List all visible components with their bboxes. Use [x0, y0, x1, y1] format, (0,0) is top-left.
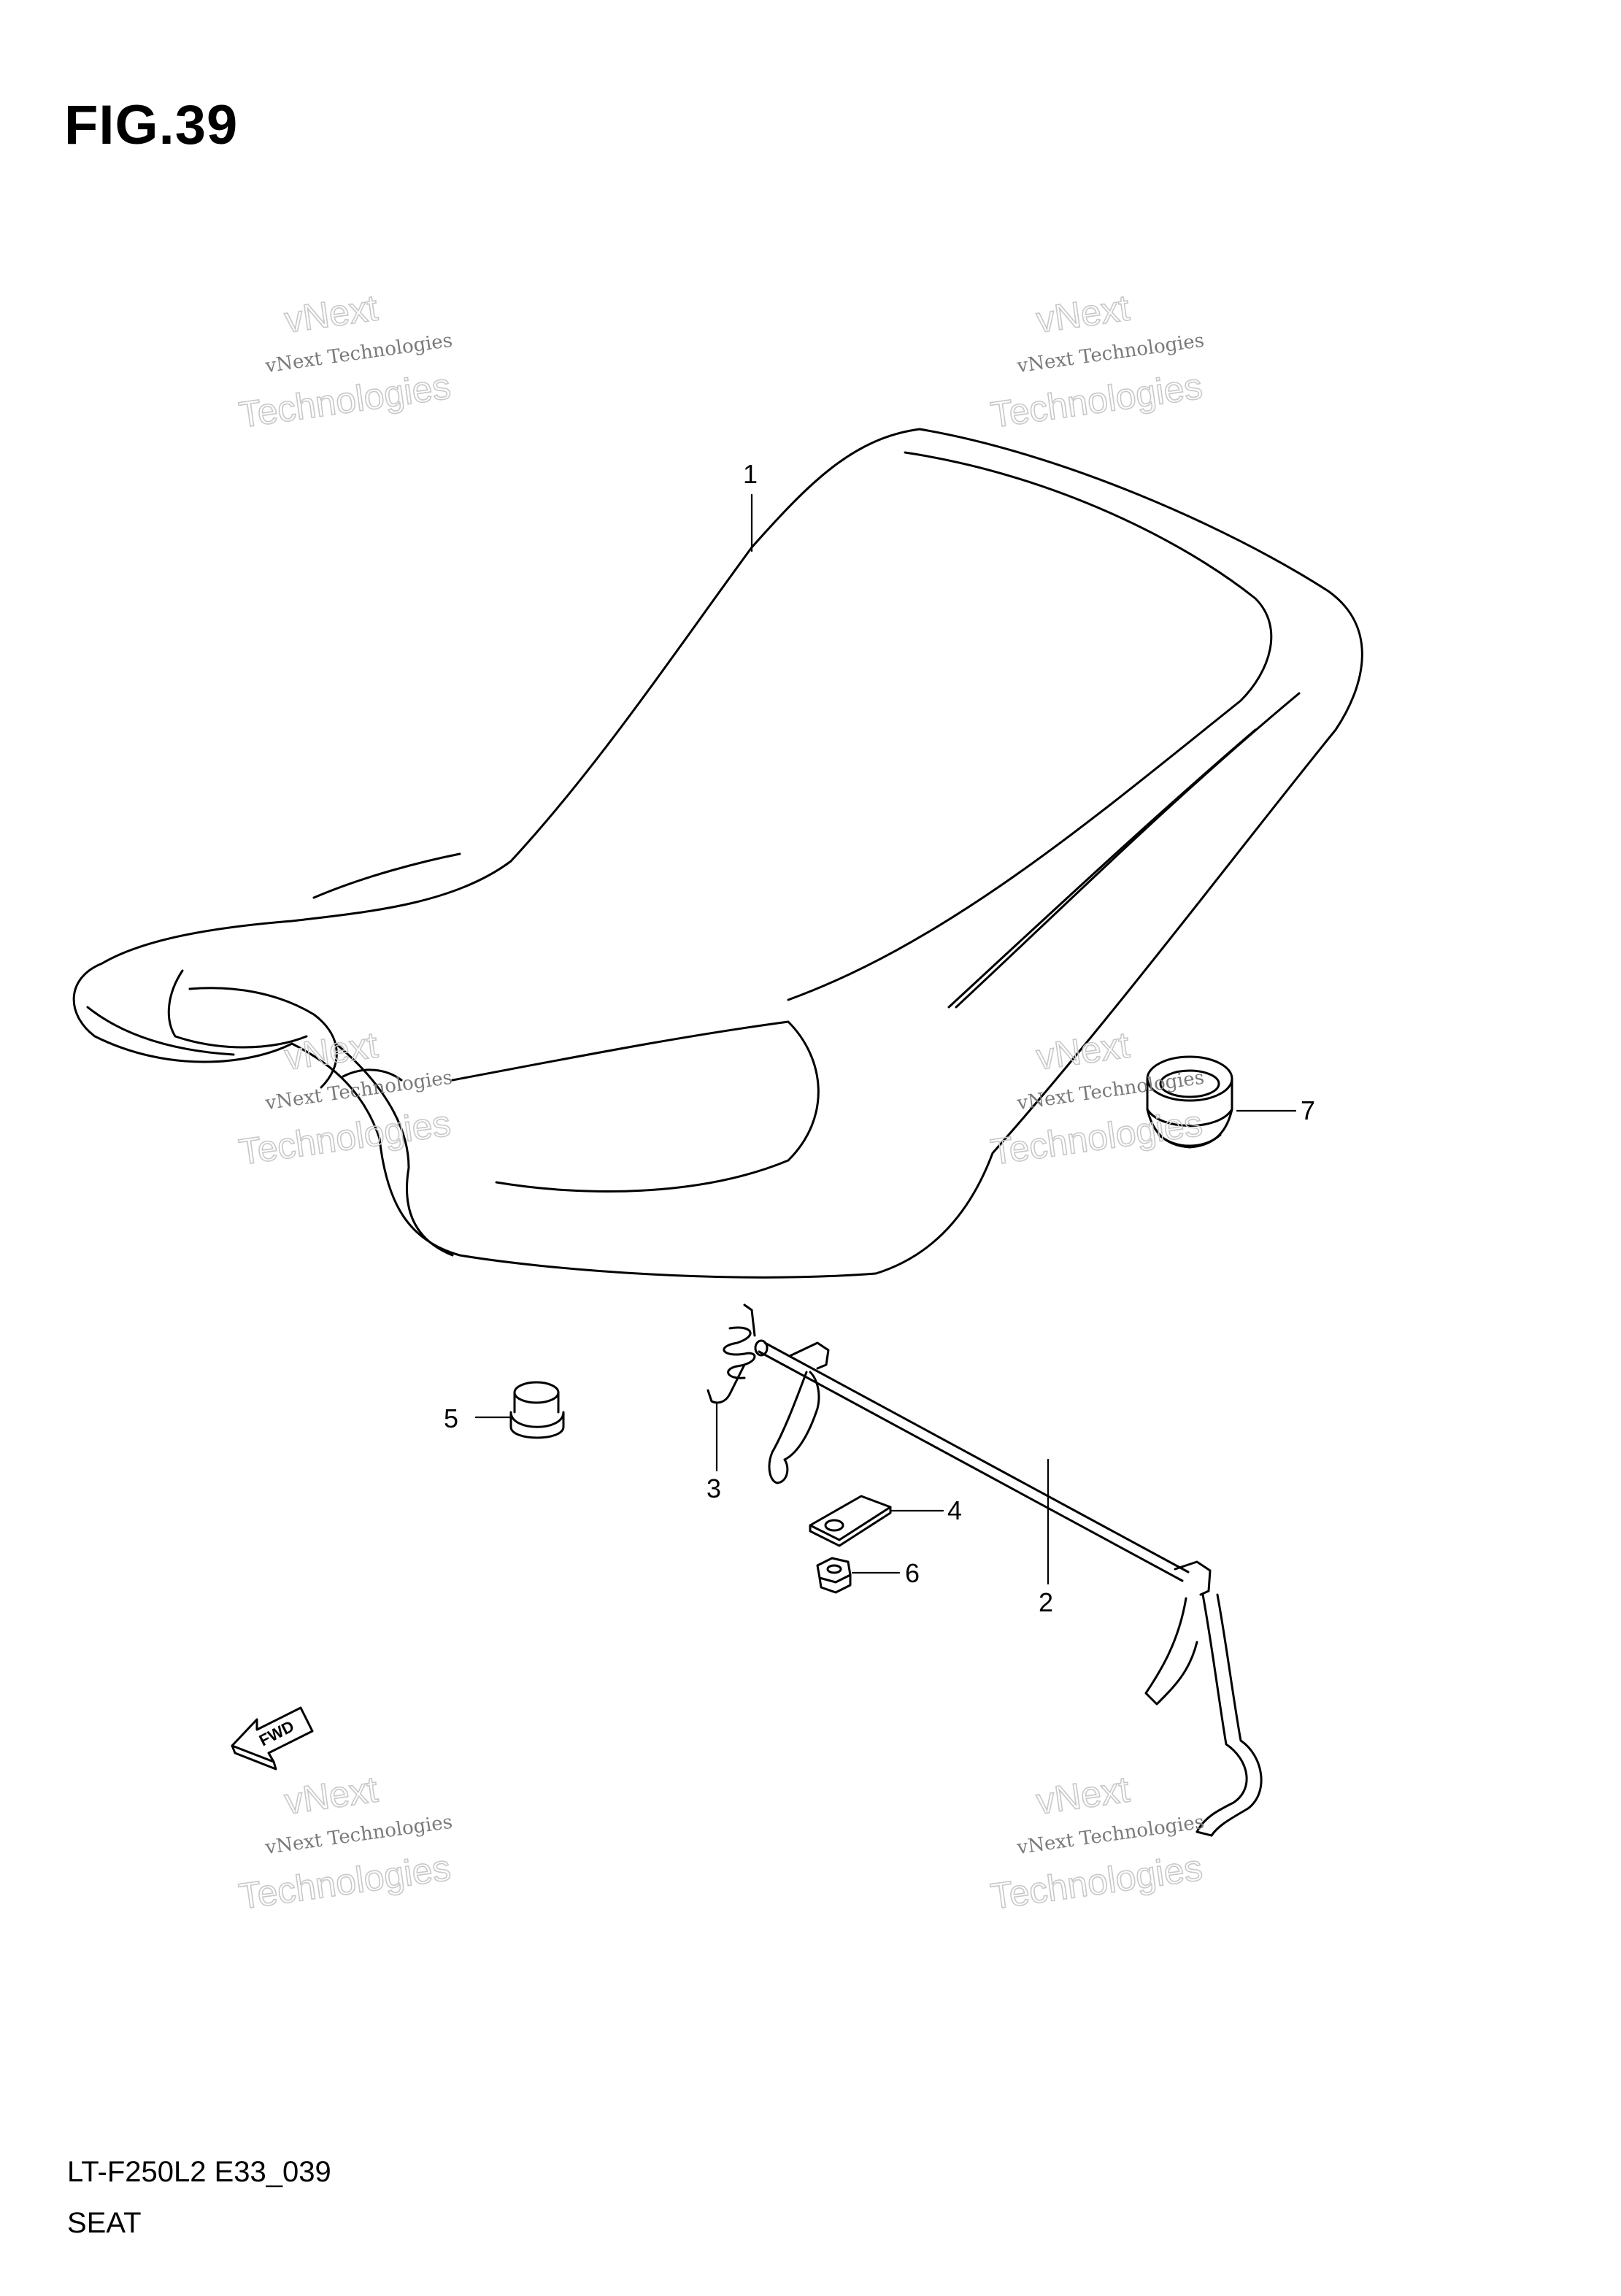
seat-part-1 — [72, 428, 1363, 1279]
svg-text:vNext: vNext — [282, 1769, 380, 1822]
watermark-top-right: vNext vNext Technologies Technologies — [987, 287, 1206, 436]
watermark-mid-right: vNext vNext Technologies Technologies — [987, 1024, 1206, 1174]
lock-rod-part-2 — [754, 1339, 1263, 1837]
plate-part-4 — [809, 1495, 892, 1547]
callout-5: 5 — [444, 1403, 458, 1433]
callout-1: 1 — [743, 459, 758, 489]
leader-lines — [474, 493, 1297, 1585]
callout-6: 6 — [905, 1558, 920, 1588]
watermark-top-left: vNext vNext Technologies Technologies — [236, 287, 454, 436]
svg-text:vNext: vNext — [282, 288, 380, 341]
callout-7: 7 — [1301, 1095, 1315, 1125]
nut-part-6 — [816, 1557, 852, 1594]
svg-text:vNext: vNext — [1033, 1025, 1131, 1078]
watermark-bottom-right: vNext vNext Technologies Technologies — [987, 1768, 1206, 1918]
cushion-part-7 — [1146, 1055, 1233, 1149]
svg-text:vNext: vNext — [1033, 288, 1131, 341]
callout-labels: 1 2 3 4 5 6 7 — [444, 459, 1315, 1617]
model-code: LT-F250L2 E33_039 — [67, 2156, 331, 2188]
fwd-arrow-icon: FWD — [231, 1706, 314, 1771]
figure-title: FIG.39 — [64, 94, 239, 156]
watermark-bottom-left: vNext vNext Technologies Technologies — [236, 1768, 454, 1918]
grommet-part-5 — [509, 1381, 565, 1439]
svg-text:vNext: vNext — [1033, 1769, 1131, 1822]
watermark-mid-left: vNext vNext Technologies Technologies — [236, 1024, 454, 1174]
section-title: SEAT — [67, 2207, 142, 2239]
spring-part-3 — [706, 1303, 756, 1404]
callout-2: 2 — [1039, 1587, 1053, 1617]
callout-3: 3 — [706, 1473, 721, 1503]
callout-4: 4 — [947, 1495, 962, 1525]
